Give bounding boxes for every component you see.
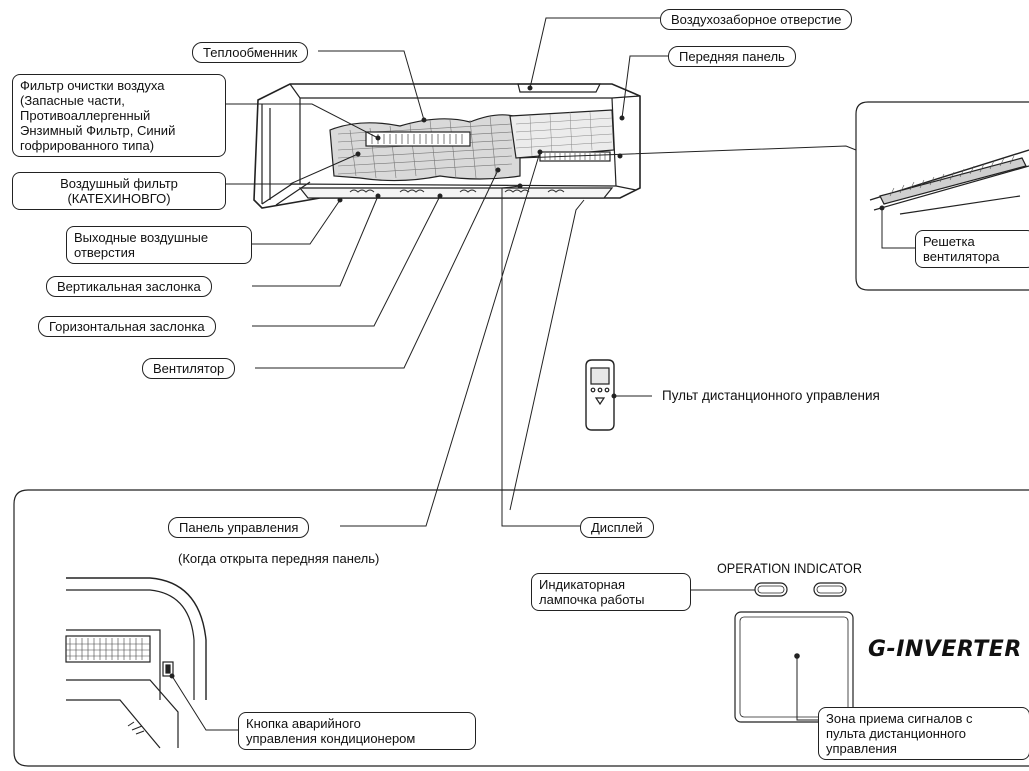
air-filter-line-4: Энзимный Фильтр, Синий (20, 123, 176, 138)
fan-grille-line-1: Решетка (923, 234, 975, 249)
display-label: Дисплей (580, 517, 654, 538)
fan-grille-label: Решетка вентилятора (915, 230, 1029, 268)
signal-receiver-line-2: пульта дистанционного (826, 726, 967, 741)
air-filter-line-3: Противоаллергенный (20, 108, 151, 123)
vertical-louver-label: Вертикальная заслонка (46, 276, 212, 297)
detail-panel-frame (13, 489, 1029, 767)
air-outlets-line-1: Выходные воздушные (74, 230, 209, 245)
control-panel-closeup (65, 577, 207, 749)
air-filter-line-1: Фильтр очистки воздуха (20, 78, 165, 93)
air-filter-line-2: (Запасные части, (20, 93, 125, 108)
air-outlets-line-2: отверстия (74, 245, 135, 260)
air-outlets-label: Выходные воздушные отверстия (66, 226, 252, 264)
front-panel-label: Передняя панель (668, 46, 796, 67)
air-intake-label: Воздухозаборное отверстие (660, 9, 853, 30)
control-panel-label: Панель управления (168, 517, 310, 538)
emergency-button-line-1: Кнопка аварийного (246, 716, 361, 731)
signal-receiver-label: Зона приема сигналов с пульта дистанцион… (818, 707, 1029, 760)
brand-logo-text: G-INVERTER (868, 637, 1022, 662)
emergency-button-line-2: управления кондиционером (246, 731, 416, 746)
air-filter-line-5: гофрированного типа) (20, 138, 155, 153)
indicator-lamp-label: Индикаторная лампочка работы (531, 573, 691, 611)
catechin-filter-label: Воздушный фильтр (КАТЕХИНОВГО) (12, 172, 226, 210)
leader-lines (169, 17, 915, 731)
air-filter-label: Фильтр очистки воздуха (Запасные части, … (12, 74, 226, 157)
operation-indicator-text: OPERATION INDICATOR (717, 560, 862, 576)
signal-receiver-line-3: управления (826, 741, 897, 756)
remote-control-label: Пульт дистанционного управления (662, 388, 880, 403)
heat-exchanger-label: Теплообменник (192, 42, 309, 63)
catechin-filter-line-1: Воздушный фильтр (60, 176, 178, 191)
indicator-lamp-line-2: лампочка работы (539, 592, 645, 607)
catechin-filter-line-2: (КАТЕХИНОВГО) (67, 191, 171, 206)
emergency-button-label: Кнопка аварийного управления кондиционер… (238, 712, 476, 750)
indoor-unit-illustration (253, 83, 641, 209)
fan-label: Вентилятор (142, 358, 236, 379)
signal-receiver-line-1: Зона приема сигналов с (826, 711, 973, 726)
fan-grille-inset (855, 101, 1029, 291)
display-closeup (734, 582, 854, 723)
control-panel-note: (Когда открыта передняя панель) (178, 551, 380, 566)
fan-grille-line-2: вентилятора (923, 249, 1000, 264)
remote-control-illustration (585, 359, 615, 431)
horizontal-louver-label: Горизонтальная заслонка (38, 316, 216, 337)
indicator-lamp-line-1: Индикаторная (539, 577, 626, 592)
